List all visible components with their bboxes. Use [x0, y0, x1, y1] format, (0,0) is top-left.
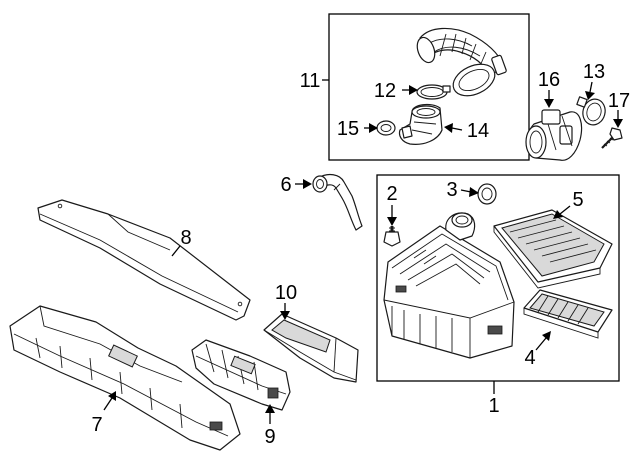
- callout-17: 17: [608, 90, 630, 112]
- air-filter-element-4[interactable]: [523, 289, 613, 339]
- callout-11: 11: [300, 70, 321, 92]
- leader-5: [553, 205, 571, 219]
- bolt-2[interactable]: [383, 226, 401, 247]
- mass-air-flow-sensor-part[interactable]: [525, 109, 583, 161]
- intake-duct-10[interactable]: [263, 313, 359, 383]
- intake-hose-part[interactable]: [414, 27, 507, 102]
- callout-9: 9: [264, 426, 275, 448]
- air-cleaner-housing-part[interactable]: [383, 212, 515, 359]
- leader-16: [544, 90, 554, 108]
- screw-17[interactable]: [601, 127, 623, 149]
- callout-3: 3: [446, 179, 457, 201]
- leader-3: [460, 187, 479, 197]
- leader-2: [387, 205, 397, 226]
- hose-clamp-13[interactable]: [576, 96, 608, 128]
- leader-13: [585, 81, 595, 100]
- air-duct-panel-8[interactable]: [37, 199, 251, 321]
- callout-2: 2: [386, 183, 397, 205]
- callout-5: 5: [572, 189, 583, 211]
- leader-8: [171, 245, 181, 257]
- callout-6: 6: [280, 174, 291, 196]
- leader-7: [103, 391, 116, 411]
- callout-14: 14: [467, 120, 489, 142]
- o-ring-15[interactable]: [376, 120, 396, 136]
- callout-7: 7: [91, 414, 102, 436]
- callout-10: 10: [275, 282, 297, 304]
- leader-14: [444, 123, 463, 133]
- leader-4: [535, 331, 551, 351]
- leader-9: [265, 404, 275, 424]
- leader-15: [364, 123, 378, 133]
- air-cleaner-assembly-group-box: [376, 174, 620, 382]
- air-inlet-duct-7[interactable]: [9, 305, 241, 451]
- air-filter-element-5[interactable]: [493, 209, 613, 289]
- callout-8: 8: [180, 227, 191, 249]
- callout-4: 4: [524, 347, 535, 369]
- callout-16: 16: [538, 69, 560, 91]
- callout-15: 15: [337, 118, 359, 140]
- callout-13: 13: [583, 61, 605, 83]
- leader-12: [402, 85, 418, 95]
- leader-17: [613, 110, 623, 128]
- callout-1: 1: [488, 395, 499, 417]
- leader-10: [280, 303, 290, 320]
- intake-hose-group-box: [328, 13, 530, 161]
- hose-clamp-12[interactable]: [416, 84, 451, 100]
- breather-hose-part[interactable]: [312, 173, 363, 231]
- seal-ring-3[interactable]: [477, 183, 497, 205]
- leader-6: [295, 179, 312, 189]
- callout-12: 12: [374, 80, 396, 102]
- elbow-connector-part[interactable]: [398, 103, 443, 145]
- resonator-duct-9[interactable]: [191, 339, 291, 411]
